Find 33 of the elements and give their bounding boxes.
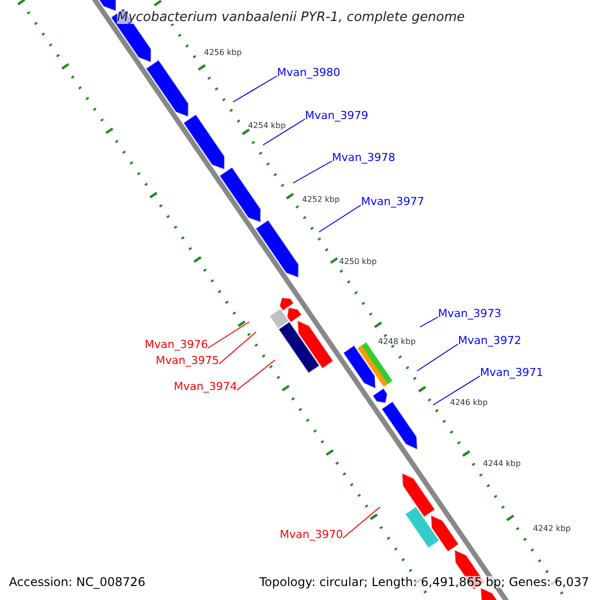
accession-text: Accession: NC_008726 (9, 576, 146, 588)
gene-label: Mvan_3978 (332, 152, 396, 163)
leader-line (342, 506, 380, 538)
gene-label: Mvan_3971 (480, 367, 544, 378)
leader-line (318, 204, 362, 232)
leader-line (420, 316, 438, 328)
gene-label: Mvan_3974 (174, 381, 237, 392)
scale-label: 4250 kbp (339, 258, 377, 266)
gene-label: Mvan_3977 (361, 196, 424, 207)
leader-line (292, 160, 332, 184)
gene-label: Mvan_3979 (305, 110, 368, 121)
leader-line (432, 376, 480, 406)
scale-label: 4244 kbp (483, 460, 521, 468)
leader-line (262, 118, 306, 146)
scale-label: 4246 kbp (450, 399, 488, 407)
leader-line (232, 76, 278, 102)
gene-label: Mvan_3970 (280, 529, 343, 540)
scale-label: 4252 kbp (302, 196, 340, 204)
gene-label: Mvan_3980 (277, 67, 340, 78)
gene-label: Mvan_3976 (144, 339, 208, 350)
scale-label: 4256 kbp (204, 49, 242, 57)
scale-label: 4254 kbp (248, 122, 286, 130)
leader-line (218, 332, 256, 364)
scale-label: 4248 kbp (378, 338, 416, 346)
gene-label: Mvan_3973 (438, 308, 502, 319)
genome-info-text: Topology: circular; Length: 6,491,865 bp; Genes: 6,037 (259, 576, 589, 588)
leader-line (208, 322, 250, 348)
leader-line (236, 360, 276, 390)
leader-line (416, 344, 458, 372)
scale-label: 4242 kbp (533, 525, 571, 533)
gene-label: Mvan_3972 (458, 335, 522, 346)
title: Mycobacterium vanbaalenii PYR-1, complete genome (117, 11, 465, 24)
gene-label: Mvan_3975 (156, 355, 219, 366)
